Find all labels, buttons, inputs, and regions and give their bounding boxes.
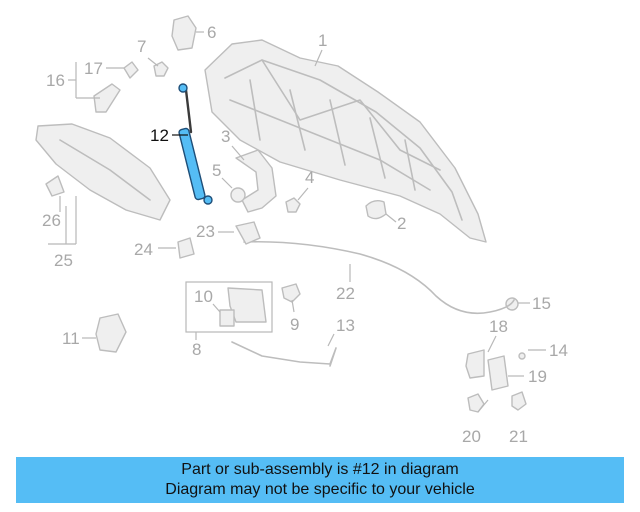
callout-21: 21 [509,427,528,446]
weatherstrip [243,240,515,315]
hinge-nut-5 [230,187,246,203]
hood-hinge [235,149,277,213]
cover-17 [93,61,139,113]
callout-20: 20 [462,427,481,446]
callout-4: 4 [305,168,314,187]
hinge-bolt-4 [285,197,301,213]
latch-bolt-9 [281,283,301,303]
callout-23: 23 [196,222,215,241]
callout-19: 19 [528,367,547,386]
hood-lift-support [178,83,213,205]
callout-3: 3 [221,127,230,146]
callout-6: 6 [207,23,216,42]
info-banner: Part or sub-assembly is #12 in diagram D… [16,457,624,503]
callout-9: 9 [290,315,299,334]
clip-14 [518,352,526,360]
hood-bumper [365,199,387,220]
callout-24: 24 [134,240,153,259]
hood-latch [219,287,267,327]
bracket-6 [171,15,197,51]
clip-21 [511,391,527,411]
callout-10: 10 [194,287,213,306]
callout-12: 12 [150,126,169,145]
callout-15: 15 [532,294,551,313]
bracket-11 [95,313,127,353]
safety-catch [465,349,509,391]
callout-22: 22 [336,284,355,303]
clip-24 [177,237,195,259]
callout-25: 25 [54,251,73,270]
callout-8: 8 [192,340,201,359]
callout-13: 13 [336,316,355,335]
callout-11: 11 [62,329,80,348]
release-cable [231,341,337,367]
hood-insulator [35,123,171,221]
callout-16: 16 [46,71,65,90]
grommet-15 [505,297,519,311]
bolt-20 [467,393,485,413]
callout-18: 18 [489,317,508,336]
callout-7: 7 [137,37,146,56]
callout-2: 2 [397,214,406,233]
hood-panel [204,39,487,243]
callout-17: 17 [84,59,103,78]
clip-23 [235,221,261,245]
callout-5: 5 [212,161,221,180]
banner-line-2: Diagram may not be specific to your vehi… [165,481,475,498]
callout-26: 26 [42,211,61,230]
clip-26 [45,175,65,197]
banner-line-1: Part or sub-assembly is #12 in diagram [181,461,459,478]
callout-14: 14 [549,341,568,360]
callout-1: 1 [318,31,327,50]
parts-diagram: 1 2 3 4 5 6 7 10 8 9 [35,15,568,446]
